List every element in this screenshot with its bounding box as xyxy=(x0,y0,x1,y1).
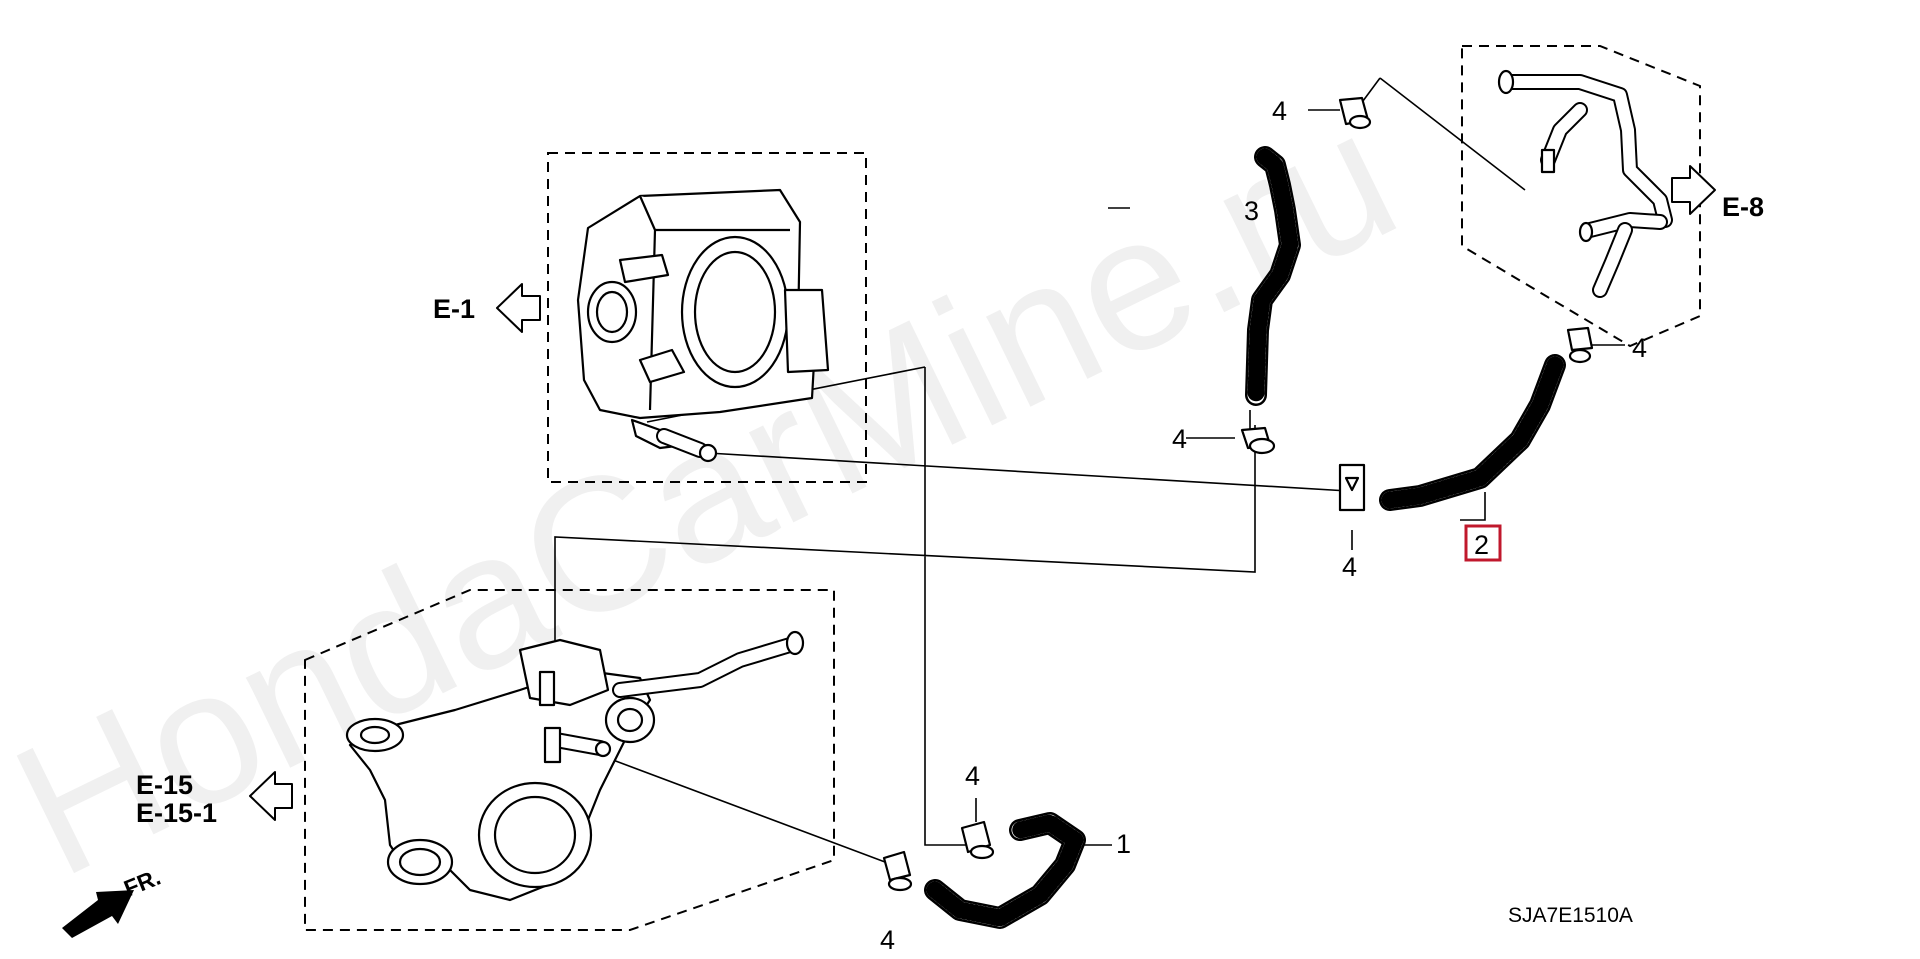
hose-part-3 xyxy=(1245,146,1301,406)
callout-clamp-lower-a: 4 xyxy=(965,761,980,791)
hose-part-1 xyxy=(924,812,1086,929)
reference-e15[interactable]: E-15 xyxy=(136,770,193,800)
callout-part-3: 3 xyxy=(1244,196,1259,226)
highlight-box xyxy=(1464,524,1502,562)
water-outlet-group-box xyxy=(304,589,835,931)
reference-e8[interactable]: E-8 xyxy=(1722,192,1764,222)
reference-e1[interactable]: E-1 xyxy=(433,294,475,324)
arrow-icon-e15[interactable] xyxy=(249,771,293,821)
diagram-code: SJA7E1510A xyxy=(1508,904,1633,927)
hose-clamps xyxy=(882,96,1594,892)
water-outlet xyxy=(345,630,805,902)
throttle-body-group-box xyxy=(547,152,867,483)
reference-e15-1[interactable]: E-15-1 xyxy=(136,798,217,828)
callout-part-1: 1 xyxy=(1116,829,1131,859)
hose-part-2 xyxy=(1379,354,1566,511)
throttle-body xyxy=(576,188,830,463)
callout-clamp-joint: 4 xyxy=(1342,552,1357,582)
callout-part-2[interactable]: 2 xyxy=(1474,530,1489,560)
arrow-icon-e8[interactable] xyxy=(1671,165,1716,215)
water-pipe-group-box xyxy=(1461,45,1701,348)
callout-clamp-top: 4 xyxy=(1272,96,1287,126)
callout-clamp-mid: 4 xyxy=(1172,424,1187,454)
callout-clamp-right: 4 xyxy=(1632,333,1647,363)
callout-clamp-lower-b: 4 xyxy=(880,925,895,955)
front-arrow-icon xyxy=(62,890,134,938)
arrow-icon-e1[interactable] xyxy=(496,283,541,333)
water-pipe xyxy=(1497,69,1673,298)
